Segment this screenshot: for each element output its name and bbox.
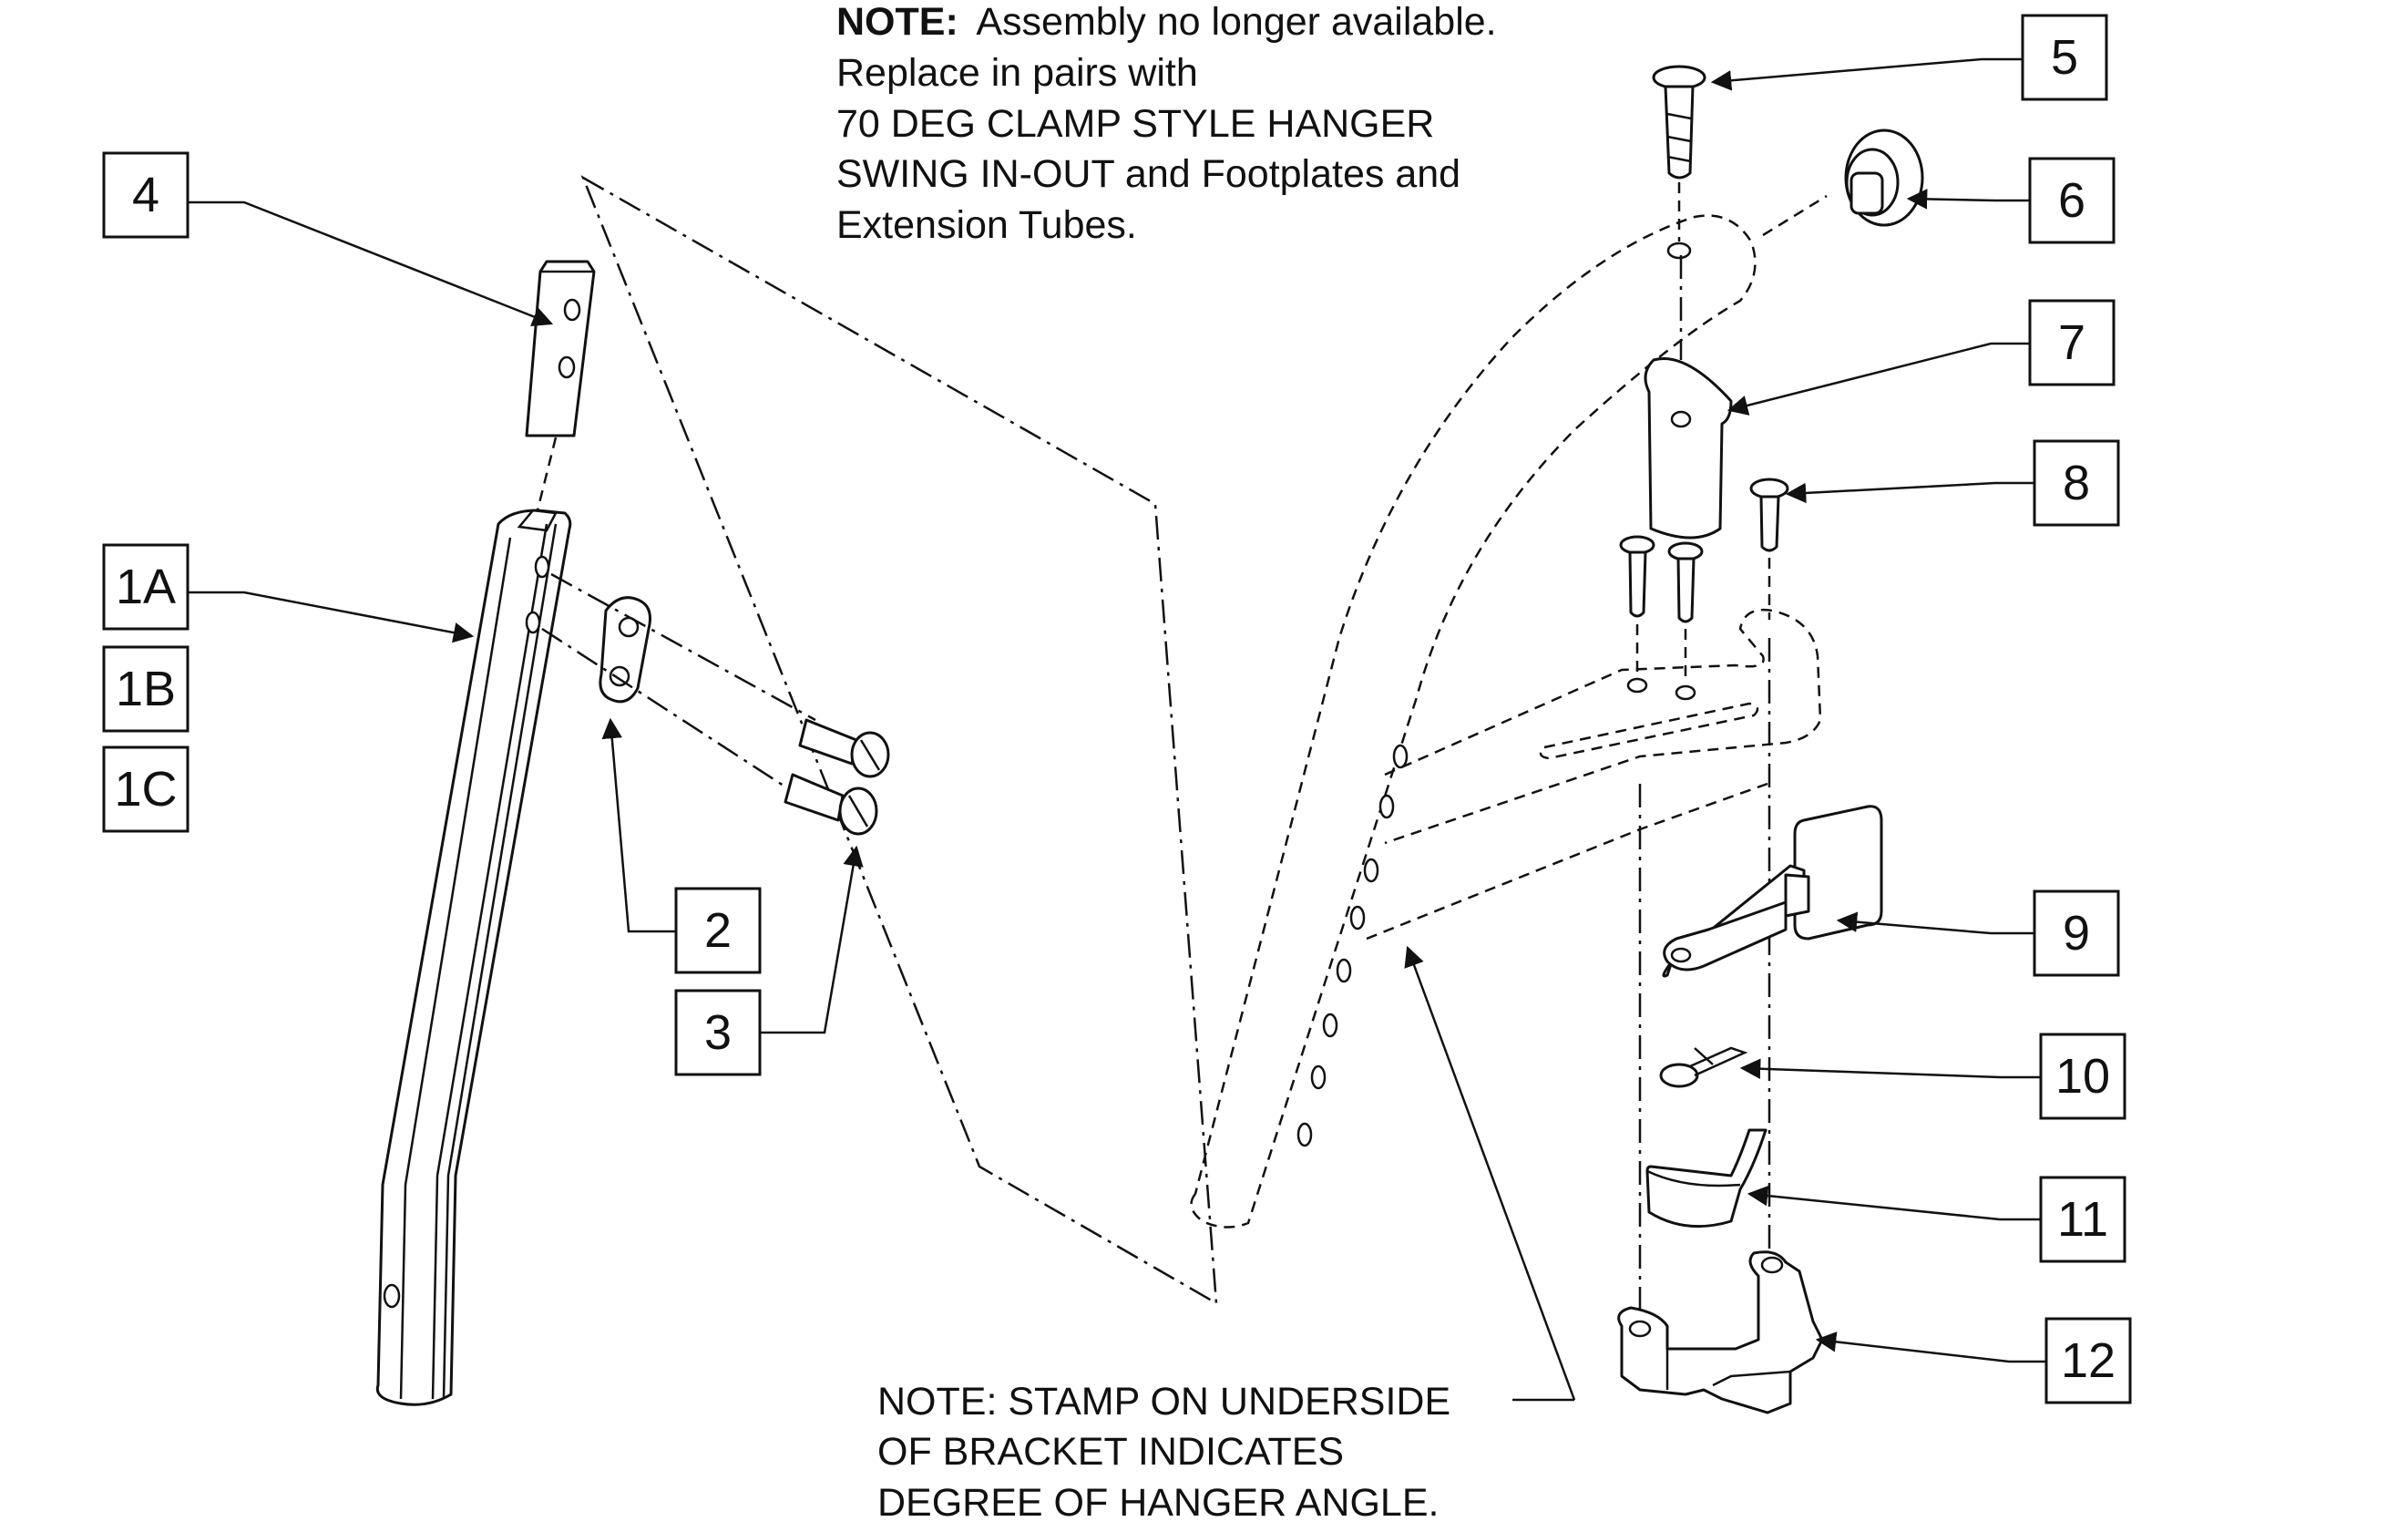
part-8-screw-middle bbox=[1667, 541, 1704, 623]
hanger-to-panel-link bbox=[1762, 194, 1828, 237]
part-7-pivot bbox=[1644, 357, 1733, 540]
callout-12-label: 12 bbox=[2061, 1333, 2116, 1388]
left-assembly-outline bbox=[580, 175, 1218, 1306]
leader-9 bbox=[1836, 911, 2034, 935]
hanger-tube-outline bbox=[1190, 214, 1757, 1229]
callout-2: 2 bbox=[674, 887, 762, 974]
part-4-insert bbox=[525, 260, 596, 437]
hanger-top-hole bbox=[1666, 242, 1692, 260]
bracket-hole-middle bbox=[1675, 684, 1696, 701]
part-12-clamp bbox=[1617, 1250, 1824, 1414]
callout-1b: 1B bbox=[102, 645, 190, 733]
part-2-axis-lower bbox=[541, 627, 803, 799]
top-note-line5: Extension Tubes. bbox=[836, 203, 1137, 247]
callout-3: 3 bbox=[674, 989, 762, 1076]
callout-2-label: 2 bbox=[704, 903, 732, 958]
callout-3-label: 3 bbox=[704, 1005, 732, 1060]
top-note-line4: SWING IN-OUT and Footplates and bbox=[836, 152, 1460, 196]
svg-text:NOTE: Assembly no longer: NOTE: Assembly no longer available. bbox=[836, 0, 1497, 44]
bottom-note-line1: NOTE: STAMP ON UNDERSIDE bbox=[877, 1380, 1450, 1424]
callout-9-label: 9 bbox=[2063, 906, 2090, 961]
callout-1a-label: 1A bbox=[116, 560, 176, 614]
part-3-screw-upper bbox=[798, 718, 890, 778]
leader-2 bbox=[601, 717, 676, 933]
leader-5 bbox=[1710, 57, 2023, 91]
leader-1a bbox=[188, 591, 475, 643]
bottom-note-line3: DEGREE OF HANGER ANGLE. bbox=[877, 1481, 1439, 1525]
callout-10: 10 bbox=[2039, 1033, 2126, 1120]
callout-7-label: 7 bbox=[2058, 315, 2085, 370]
part-8-screw-right bbox=[1749, 478, 1789, 552]
leader-3 bbox=[760, 845, 864, 1034]
callout-1c: 1C bbox=[102, 745, 190, 833]
part-1-tube bbox=[375, 509, 572, 1406]
leader-12 bbox=[1815, 1332, 2046, 1363]
leader-6 bbox=[1906, 189, 2030, 210]
top-note-line2: Replace in pairs with bbox=[836, 51, 1198, 95]
callout-6: 6 bbox=[2028, 157, 2116, 244]
callout-11: 11 bbox=[2039, 1176, 2126, 1263]
bracket-hole-left bbox=[1626, 677, 1648, 694]
callout-12: 12 bbox=[2044, 1317, 2132, 1404]
hanger-slot bbox=[1539, 702, 1759, 760]
callout-8-label: 8 bbox=[2063, 456, 2090, 510]
callout-5: 5 bbox=[2021, 14, 2108, 101]
part-5-screw bbox=[1652, 65, 1706, 180]
callout-6-label: 6 bbox=[2058, 173, 2085, 228]
callout-8: 8 bbox=[2033, 439, 2120, 527]
part-3-screw-lower bbox=[784, 773, 878, 836]
part-2-axis-upper bbox=[550, 572, 816, 722]
callout-5-label: 5 bbox=[2051, 30, 2078, 85]
bottom-note: NOTE: STAMP ON UNDERSIDE OF BRACKET INDI… bbox=[877, 1380, 1574, 1525]
leader-11 bbox=[1747, 1185, 2041, 1221]
leader-bottom-note bbox=[1404, 945, 1576, 1401]
callout-10-label: 10 bbox=[2055, 1049, 2110, 1104]
leader-10 bbox=[1739, 1058, 2041, 1079]
top-note-bold: NOTE: bbox=[836, 0, 958, 44]
bottom-note-line2: OF BRACKET INDICATES bbox=[877, 1430, 1344, 1474]
leader-4 bbox=[188, 200, 554, 327]
part-2-link-plate bbox=[599, 596, 651, 704]
top-note: NOTE: Assembly no longer available. Repl… bbox=[836, 0, 1497, 247]
leader-7 bbox=[1727, 342, 2030, 416]
leader-8 bbox=[1785, 481, 2034, 504]
part-11-bushing bbox=[1645, 1128, 1768, 1229]
callout-4-label: 4 bbox=[132, 168, 159, 222]
callout-7: 7 bbox=[2028, 299, 2116, 386]
callout-4: 4 bbox=[102, 151, 190, 239]
hanger-bracket-outline bbox=[1384, 608, 1822, 845]
part-10-clip bbox=[1659, 1046, 1748, 1088]
callout-1a: 1A bbox=[102, 543, 190, 631]
hanger-holes bbox=[1296, 744, 1409, 1147]
callout-11-label: 11 bbox=[2057, 1192, 2108, 1247]
callout-9: 9 bbox=[2033, 889, 2120, 977]
callout-1b-label: 1B bbox=[116, 662, 176, 716]
part-4-axis bbox=[536, 437, 558, 511]
part-6-end-cap bbox=[1844, 129, 1924, 227]
part-8-screw-left bbox=[1619, 535, 1655, 618]
top-note-line3: 70 DEG CLAMP STYLE HANGER bbox=[836, 102, 1434, 146]
callout-1c-label: 1C bbox=[114, 762, 177, 817]
part-9-lever bbox=[1662, 805, 1883, 978]
top-note-line1: Assembly no longer available. bbox=[976, 0, 1496, 44]
hanger-bracket-lower bbox=[1366, 782, 1768, 941]
